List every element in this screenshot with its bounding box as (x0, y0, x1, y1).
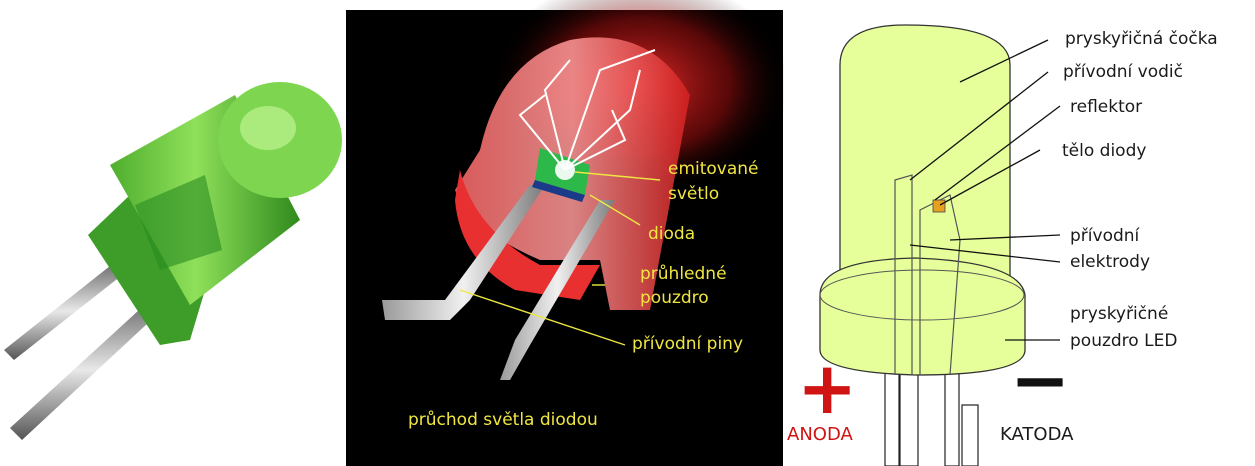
label-electrodes-1: přívodní (1070, 226, 1141, 246)
label-housing-2: pouzdro (640, 288, 709, 308)
anode-lead (885, 370, 899, 466)
label-lead-wire: přívodní vodič (1063, 62, 1183, 82)
label-housing-1: průhledné (640, 264, 727, 284)
label-housing-led-2: pouzdro LED (1070, 331, 1177, 351)
plus-symbol: + (797, 346, 857, 430)
label-cathode: KATODA (1000, 424, 1074, 445)
led-lens-body (840, 25, 1010, 290)
label-anode: ANODA (787, 424, 853, 445)
green-led-photo (0, 0, 343, 466)
minus-symbol: − (1010, 338, 1070, 422)
red-led-cross-section: emitované světlo dioda průhledné pouzdro… (346, 0, 790, 466)
cathode-lead (945, 370, 959, 466)
label-diode: dioda (648, 224, 695, 244)
label-reflector: reflektor (1070, 97, 1142, 117)
diode-chip-schematic (933, 200, 945, 212)
label-emitted-light-1: emitované (668, 159, 759, 179)
label-electrodes-2: elektrody (1070, 252, 1150, 272)
label-diode-body: tělo diody (1062, 141, 1146, 161)
label-emitted-light-2: světlo (668, 184, 719, 204)
label-pins: přívodní piny (632, 334, 743, 354)
label-housing-led-1: pryskyřičné (1070, 304, 1168, 324)
led-schematic: pryskyřičná čočka přívodní vodič reflekt… (784, 0, 1255, 466)
label-light-path: průchod světla diodou (408, 410, 598, 430)
label-lens: pryskyřičná čočka (1065, 29, 1218, 49)
